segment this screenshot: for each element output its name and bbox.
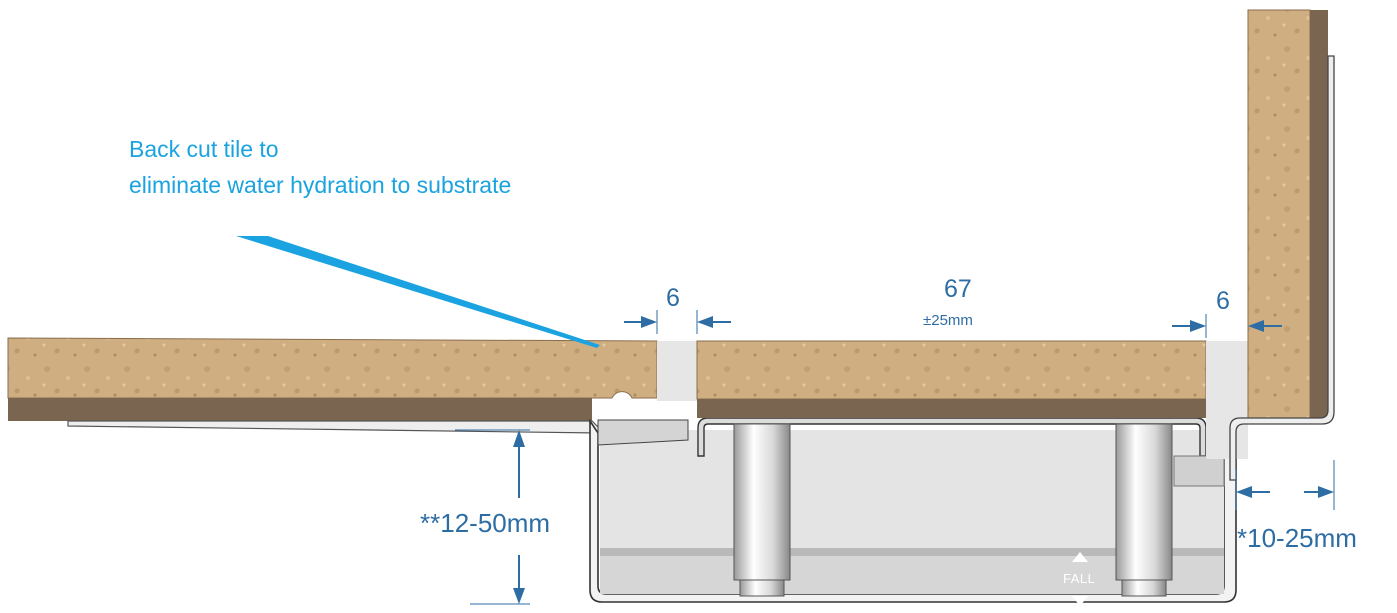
annotation-line-2: eliminate water hydration to substrate [129,172,512,198]
left-joint [657,341,697,401]
left-post [733,423,791,581]
fall-label: FALL [1063,571,1096,586]
dimension-tile-width: 67 [944,275,972,303]
grate-tile [696,340,1207,400]
wall-tile [1247,9,1311,419]
dimension-arrows [455,310,1335,605]
dimension-tile-tolerance: ±25mm [923,312,973,329]
fall-arrow-icon [1072,552,1088,606]
dimension-side-offset: *10-25mm [1237,523,1357,553]
annotation-leader [236,236,600,348]
grate-tile-base [697,399,1206,418]
dimension-depth: **12-50mm [420,508,551,538]
left-floor-tile [7,337,658,399]
dimension-gap-left: 6 [666,284,680,312]
left-membrane [67,420,601,434]
wall-substrate [1310,10,1328,418]
right-post [1115,423,1173,581]
dimension-gap-right: 6 [1216,287,1230,315]
right-joint [1206,341,1248,459]
annotation-line-1: Back cut tile to [129,136,279,162]
left-post-foot [739,579,785,597]
right-post-foot [1121,579,1167,597]
left-substrate [8,398,592,421]
